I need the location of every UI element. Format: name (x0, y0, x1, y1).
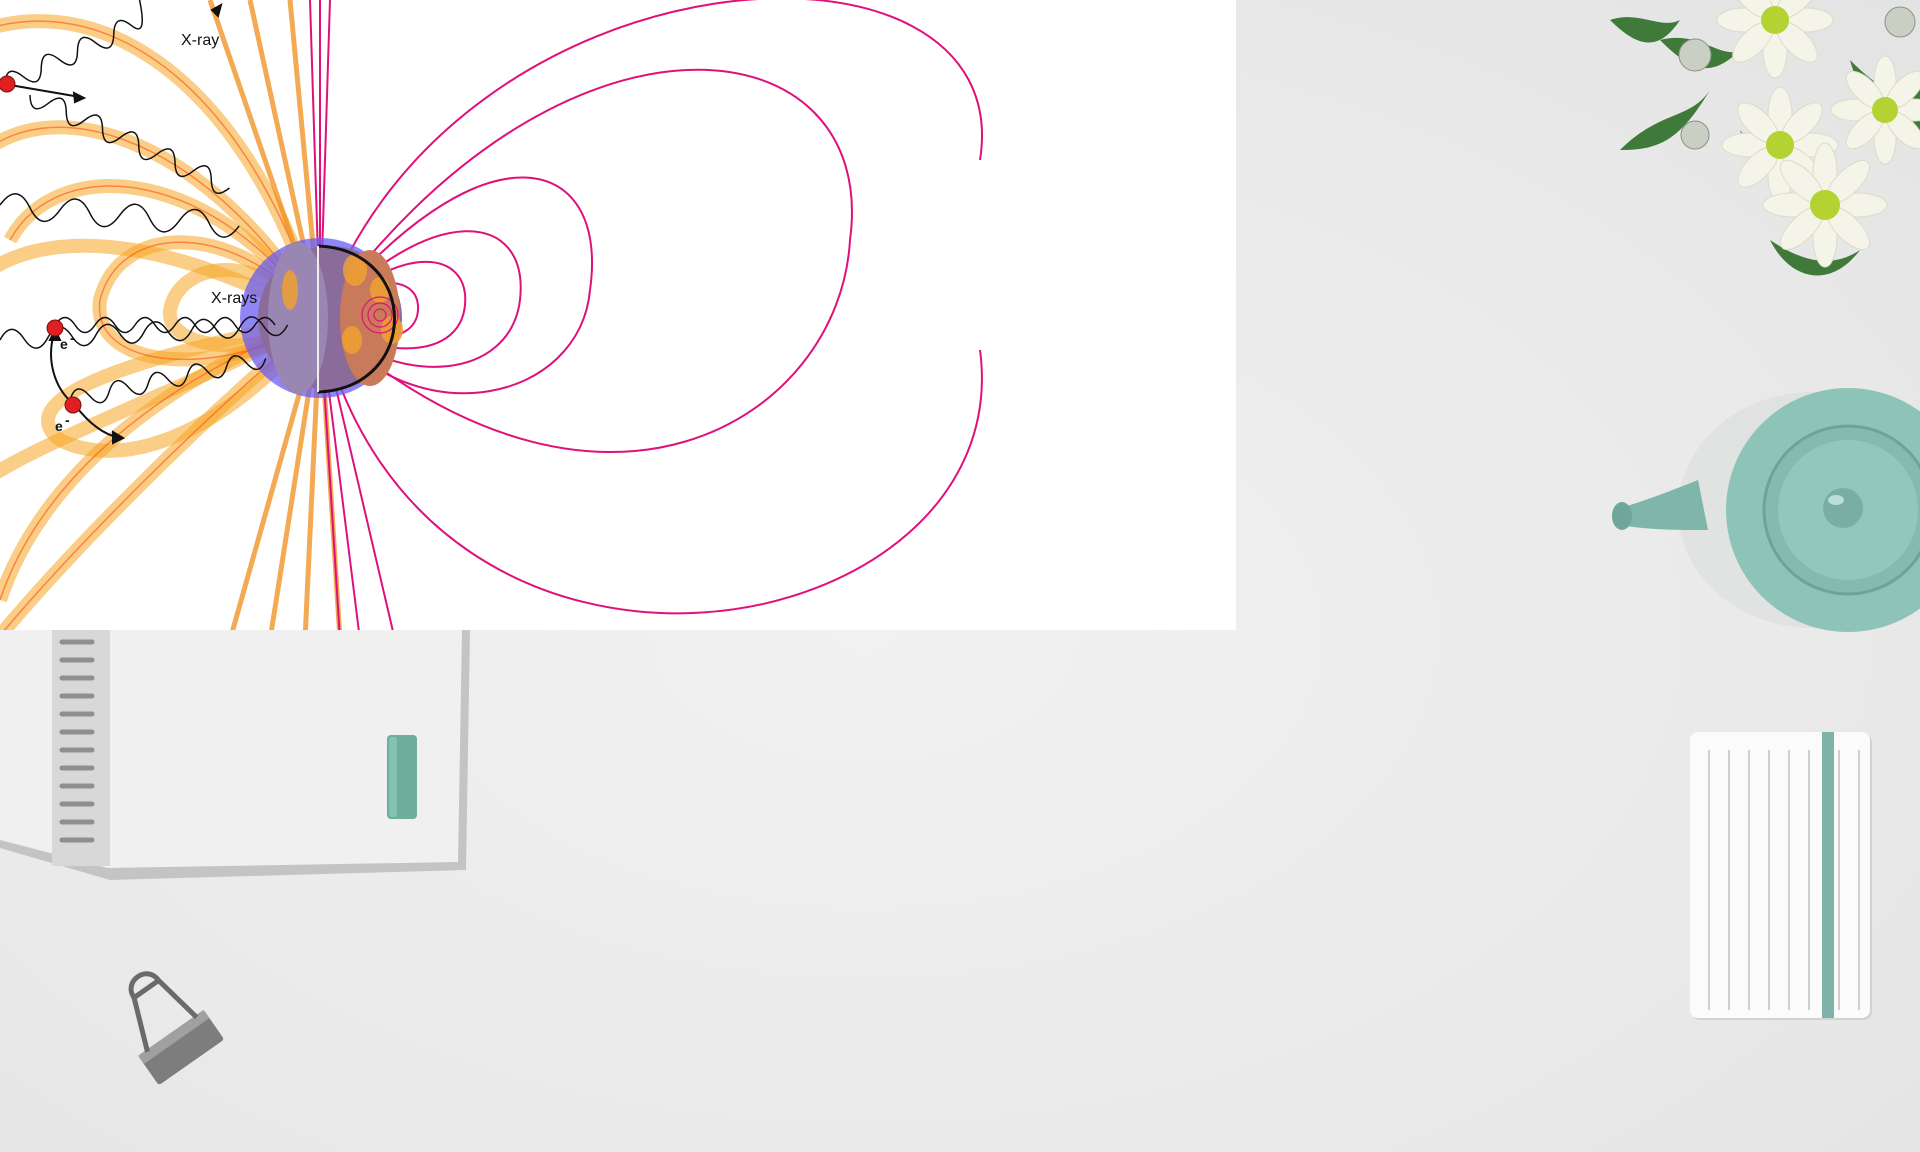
label-electron-b-sup: - (65, 412, 70, 428)
closed-notebook-icon (1690, 732, 1872, 1020)
teapot-icon (1612, 388, 1920, 632)
diagram-panel: X-ray X-rays e - e - (0, 0, 1236, 630)
eraser-icon (387, 735, 417, 819)
magnetic-field-lines (309, 0, 983, 630)
label-electron-a: e (60, 336, 68, 352)
label-xrays: X-rays (211, 290, 257, 307)
electrons (0, 75, 82, 414)
photon-paths (0, 0, 289, 404)
label-xray: X-ray (181, 32, 219, 49)
label-electron-b: e (55, 418, 63, 434)
magnetosphere-diagram: X-ray X-rays e - e - (0, 0, 983, 630)
binder-clip-icon (128, 971, 224, 1085)
open-notebook-icon (0, 630, 470, 880)
flowers-icon (1610, 0, 1920, 276)
neutron-star (240, 238, 403, 398)
label-electron-a-sup: - (70, 330, 75, 346)
